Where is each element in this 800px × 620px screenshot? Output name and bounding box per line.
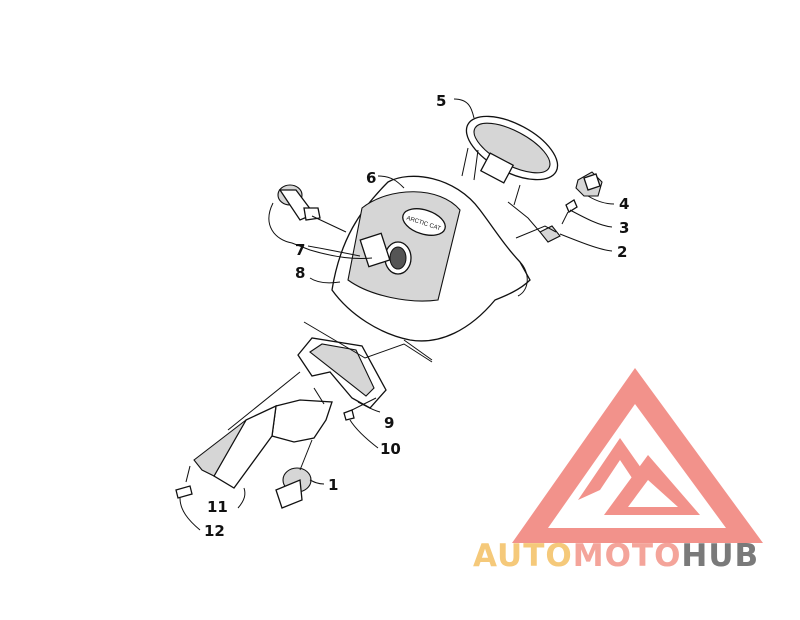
callout-11: 11 xyxy=(207,498,228,516)
watermark-moto: MOTO xyxy=(573,538,682,574)
callout-2: 2 xyxy=(617,243,627,261)
callout-9: 9 xyxy=(384,414,394,432)
callout-10: 10 xyxy=(380,440,401,458)
watermark-auto: AUTO xyxy=(473,538,573,574)
watermark-logo xyxy=(512,368,763,543)
part-10-screw xyxy=(343,409,355,421)
part-8-housing: ARCTIC CAT xyxy=(331,175,531,342)
part-12-fastener xyxy=(175,465,193,499)
watermark-text: AUTOMOTOHUB xyxy=(473,538,759,574)
part-1-switch xyxy=(275,467,312,509)
part-5-gauge xyxy=(461,115,559,206)
callout-5: 5 xyxy=(436,92,446,110)
callout-12: 12 xyxy=(204,522,225,540)
watermark-hub: HUB xyxy=(681,538,759,574)
callout-3: 3 xyxy=(619,219,629,237)
callout-6: 6 xyxy=(366,169,376,187)
part-3-bulb xyxy=(561,199,578,225)
callout-7: 7 xyxy=(295,241,305,259)
part-11-bracket xyxy=(193,399,333,489)
assembly-leaders xyxy=(227,201,557,471)
callout-leaders xyxy=(179,98,615,531)
callout-8: 8 xyxy=(295,264,305,282)
panel-emblem: ARCTIC CAT xyxy=(402,208,446,236)
part-7-outlet xyxy=(277,184,321,221)
callout-1: 1 xyxy=(328,476,338,494)
part-4-cap xyxy=(575,171,603,197)
callout-4: 4 xyxy=(619,195,629,213)
part-9-bezel xyxy=(297,337,387,409)
